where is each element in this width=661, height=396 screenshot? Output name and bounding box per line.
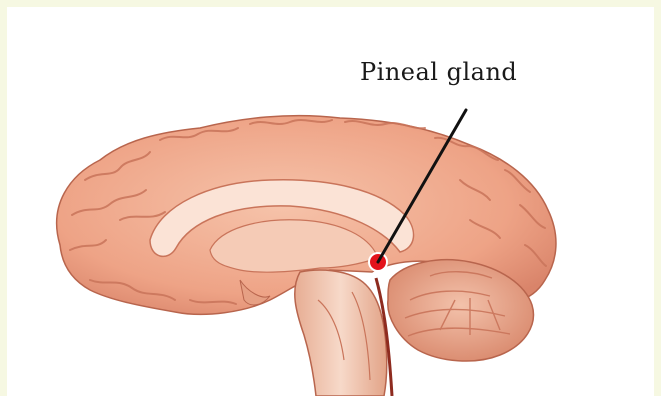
pineal-gland-label: Pineal gland xyxy=(360,58,517,86)
brainstem xyxy=(295,270,387,396)
